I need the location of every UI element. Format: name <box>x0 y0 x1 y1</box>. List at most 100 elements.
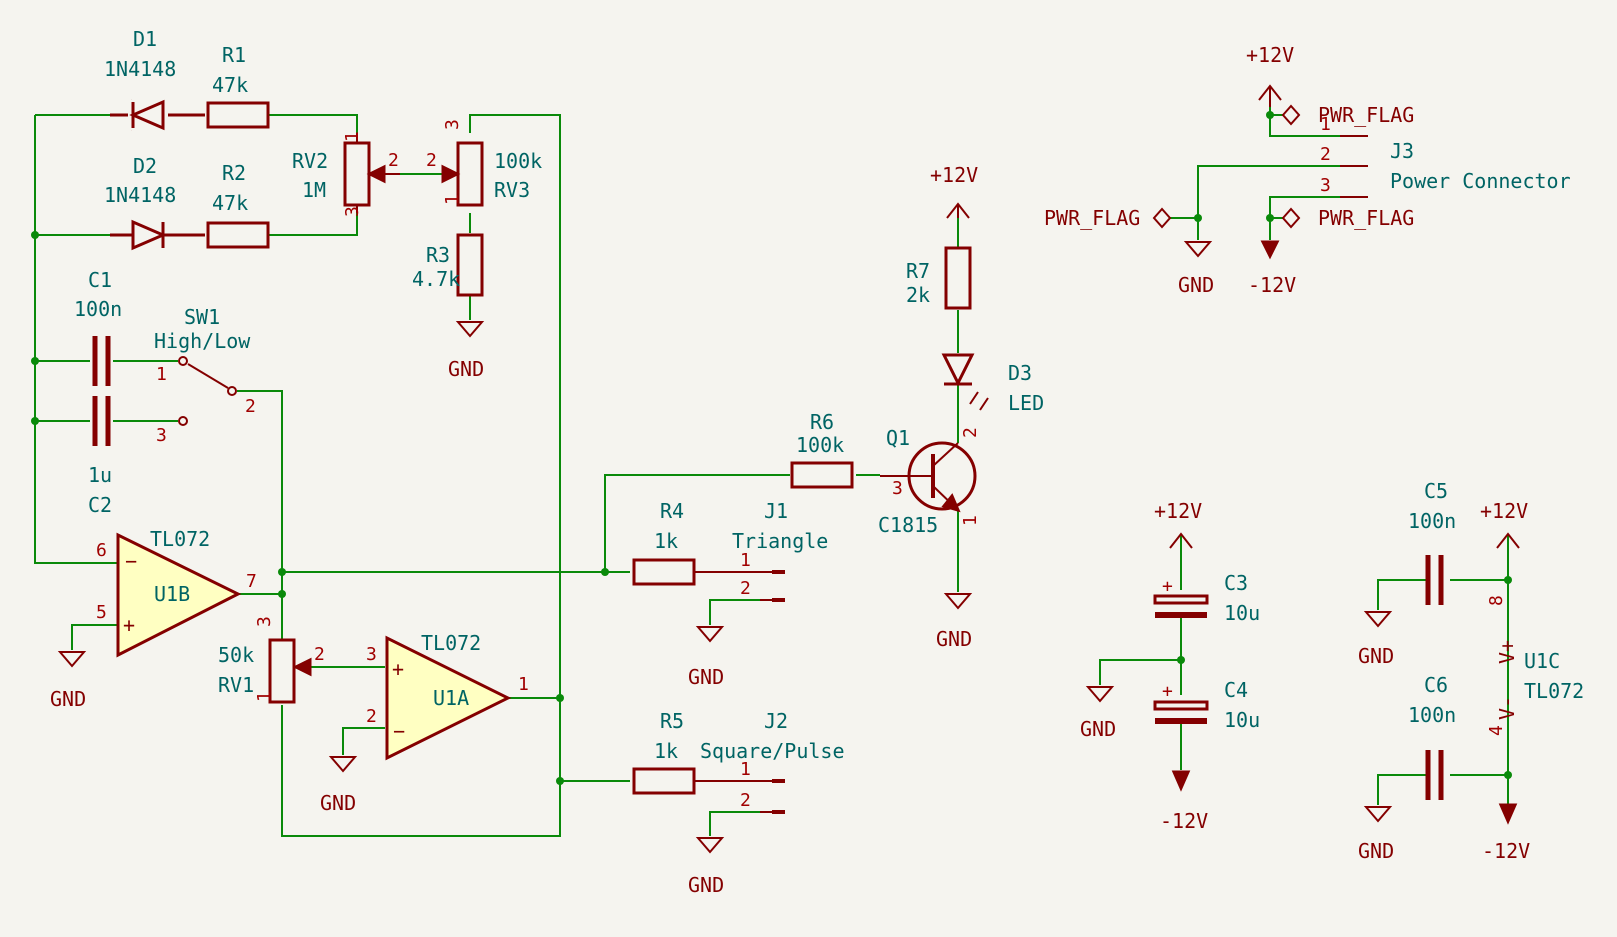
d2-value: 1N4148 <box>104 183 176 207</box>
q1-pin3: 3 <box>892 478 903 499</box>
u1c-value: TL072 <box>1524 679 1584 703</box>
u1a-pin3: 3 <box>366 644 377 665</box>
rv2-pin1: 1 <box>342 131 363 142</box>
d3-value: LED <box>1008 391 1044 415</box>
rv3-pin1: 1 <box>442 194 463 205</box>
resistor-r5: R5 1k <box>632 709 696 795</box>
gnd-symbol-u1b: GND <box>50 651 87 711</box>
pwr-flag-top: PWR_FLAG <box>1281 103 1414 127</box>
gnd-label-c5: GND <box>1358 644 1394 668</box>
u1b-pin5: 5 <box>96 602 107 623</box>
pwr-flag-neg: PWR_FLAG <box>1281 206 1414 230</box>
diode-d1-shape <box>128 99 168 131</box>
sw1-pin1: 1 <box>156 364 167 385</box>
rv1-pin1: 1 <box>254 691 275 702</box>
switch-sw1: SW1 High/Low 1 3 2 <box>154 305 256 446</box>
r2-value: 47k <box>212 191 248 215</box>
gnd-label-j3: GND <box>1178 273 1214 297</box>
pwr-flag-gnd: PWR_FLAG <box>1044 206 1172 230</box>
u1c-vminus: V- <box>1495 696 1519 720</box>
r3-value: 4.7k <box>412 267 460 291</box>
j2-pin1: 1 <box>740 759 751 780</box>
j2-pin2: 2 <box>740 790 751 811</box>
capacitor-c2: 1u C2 <box>88 396 112 517</box>
j3-pin2: 2 <box>1320 144 1331 165</box>
rv3-pin2: 2 <box>426 150 437 171</box>
gnd-symbol-j2: GND <box>688 837 725 897</box>
capacitor-c1: C1 100n <box>74 268 122 386</box>
gnd-symbol-c3c4: GND <box>1080 686 1116 741</box>
rv1-pin3: 3 <box>254 616 275 627</box>
rv1-pin2: 2 <box>314 644 325 665</box>
rv2-value: 1M <box>302 178 326 202</box>
c1-value: 100n <box>74 297 122 321</box>
gnd-label-j1: GND <box>688 665 724 689</box>
rv3-value: 100k <box>494 149 542 173</box>
j2-value: Square/Pulse <box>700 739 845 763</box>
pwr-flag-gnd-label: PWR_FLAG <box>1044 206 1140 230</box>
u1b-value: TL072 <box>150 527 210 551</box>
c5-ref: C5 <box>1424 479 1448 503</box>
j3-value: Power Connector <box>1390 169 1571 193</box>
u1c-pin8: 8 <box>1486 595 1507 606</box>
u1b-pin6: 6 <box>96 540 107 561</box>
r1-value: 47k <box>212 73 248 97</box>
resistor-r4: R4 1k <box>632 499 696 586</box>
resistor-r7: R7 2k <box>906 246 972 310</box>
gnd-label-r3: GND <box>448 357 484 381</box>
sw1-pin2: 2 <box>245 396 256 417</box>
rv2-pin3: 3 <box>342 206 363 217</box>
vee-label-j3: -12V <box>1248 273 1296 297</box>
q1-pin2: 2 <box>960 427 981 438</box>
r1-ref: R1 <box>222 43 246 67</box>
d1-ref: D1 <box>133 27 157 51</box>
d1-value: 1N4148 <box>104 57 176 81</box>
gnd-symbol-c5: GND <box>1358 611 1394 668</box>
d2-ref: D2 <box>133 154 157 178</box>
r2-ref: R2 <box>222 161 246 185</box>
u1a-minus: − <box>393 719 405 743</box>
r4-value: 1k <box>654 529 678 553</box>
c4-ref: C4 <box>1224 678 1248 702</box>
q1-pin1: 1 <box>960 515 981 526</box>
c1-ref: C1 <box>88 268 112 292</box>
j1-pin1: 1 <box>740 550 751 571</box>
vcc-symbol-u1c: +12V <box>1480 499 1528 549</box>
led-d3: D3 LED <box>941 353 1044 415</box>
opamp-u1c-power: 8 4 V+ V- U1C TL072 <box>1486 595 1584 736</box>
sw1-pin3: 3 <box>156 425 167 446</box>
r3-ref: R3 <box>426 243 450 267</box>
c6-ref: C6 <box>1424 673 1448 697</box>
gnd-label-u1b: GND <box>50 687 86 711</box>
vcc-label-j3: +12V <box>1246 43 1294 67</box>
gnd-label-u1a: GND <box>320 791 356 815</box>
j3-pin3: 3 <box>1320 175 1331 196</box>
resistor-r2: R2 47k <box>206 161 270 249</box>
q1-ref: Q1 <box>886 426 910 450</box>
vcc-symbol-c3: +12V <box>1154 499 1202 549</box>
opamp-u1a: + − U1A TL072 3 2 1 <box>366 631 529 761</box>
u1a-pin1: 1 <box>518 674 529 695</box>
c6-value: 100n <box>1408 703 1456 727</box>
gnd-symbol-j1: GND <box>688 626 725 689</box>
c4-value: 10u <box>1224 708 1260 732</box>
gnd-label-c6: GND <box>1358 839 1394 863</box>
vee-symbol-u1c: -12V <box>1482 803 1530 863</box>
j3-ref: J3 <box>1390 139 1414 163</box>
vee-symbol-c4: -12V <box>1160 770 1208 833</box>
transistor-q1: Q1 C1815 3 2 1 <box>878 426 981 537</box>
j1-pin2: 2 <box>740 578 751 599</box>
vee-label-u1c: -12V <box>1482 839 1530 863</box>
vcc-label-c3: +12V <box>1154 499 1202 523</box>
u1b-ref: U1B <box>154 582 190 606</box>
r6-ref: R6 <box>810 410 834 434</box>
pwr-flag-neg-label: PWR_FLAG <box>1318 206 1414 230</box>
connector-j2: J2 Square/Pulse 1 2 <box>694 709 845 814</box>
pwr-flag-top-label: PWR_FLAG <box>1318 103 1414 127</box>
rv3-pin3: 3 <box>442 119 463 130</box>
u1b-minus: − <box>125 549 137 573</box>
rv1-value: 50k <box>218 643 254 667</box>
vcc-label-r7: +12V <box>930 163 978 187</box>
vcc-label-u1c: +12V <box>1480 499 1528 523</box>
r5-ref: R5 <box>660 709 684 733</box>
